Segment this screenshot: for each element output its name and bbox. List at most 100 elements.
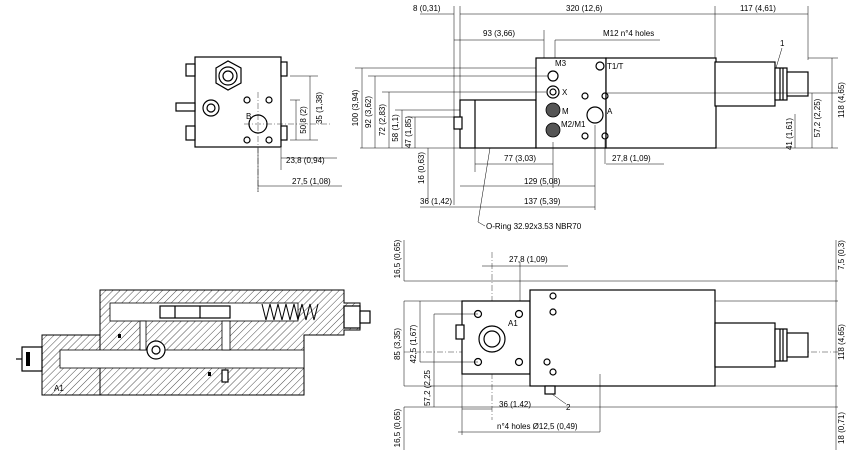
front-dim-129: 129 (5,08) (524, 177, 561, 186)
front-port-x-inner (549, 88, 557, 96)
front-dim-118: 118 (4,65) (837, 82, 846, 118)
side-dim-35: 35 (1,38) (315, 92, 324, 124)
bottom-dim-16-5-top: 16,5 (0,65) (393, 239, 402, 278)
bottom-dim-57-2: 57,2 (2,25 (423, 369, 432, 406)
front-bolt-hole (581, 132, 589, 140)
side-view-bolt-hole (243, 96, 251, 104)
front-bolt-hole (601, 132, 609, 140)
callout-2-leader (551, 393, 567, 405)
side-dim-23-8: 23,8 (0,94) (286, 156, 325, 165)
side-view-bolt-hole (265, 136, 273, 144)
side-view-port-label-b: B (246, 112, 251, 121)
front-valve-body (605, 57, 717, 149)
front-dim-27-8: 27,8 (1,09) (612, 154, 651, 163)
front-label-m3: M3 (555, 59, 567, 68)
side-view: B 35 (1,38) 50,8 (2) 23,8 (0,94) 27,5 (1… (175, 56, 342, 192)
front-dim-117: 117 (4,61) (740, 4, 776, 13)
front-label-x: X (562, 88, 568, 97)
bottom-small-hole (543, 358, 551, 366)
front-dim-8: 8 (0,31) (413, 4, 441, 13)
front-label-m: M (562, 107, 569, 116)
front-dim-41: 41 (1,61) (785, 118, 794, 150)
bottom-holes-label: n°4 holes Ø12,5 (0,49) (497, 422, 578, 431)
front-view: 8 (0,31) 320 (12,6) 117 (4,61) 93 (3,66)… (351, 4, 846, 231)
bottom-small-hole (549, 368, 557, 376)
front-bolt-hole (581, 92, 589, 100)
bottom-dim-36: 36 (1.42) (499, 400, 531, 409)
bottom-manifold (461, 300, 531, 375)
front-label-a: A (607, 107, 613, 116)
side-view-port (202, 99, 220, 117)
front-cartridge (459, 99, 537, 149)
bottom-dim-18: 18 (0,71) (837, 412, 846, 444)
side-dim-27-5: 27,5 (1,08) (292, 177, 331, 186)
front-port-t1t (595, 61, 605, 71)
callout-2: 2 (566, 403, 571, 412)
front-dim-16: 16 (0,63) (417, 152, 426, 184)
front-adjuster (714, 61, 776, 107)
side-view-port (206, 103, 216, 113)
bottom-dim-27-8: 27,8 (1,09) (509, 255, 548, 264)
bottom-dim-118: 118 (4,65) (837, 324, 846, 360)
side-view-bolt-hole (265, 96, 273, 104)
front-dim-92: 92 (3,62) (364, 96, 373, 128)
front-dim-320: 320 (12,6) (566, 4, 603, 13)
bottom-valve-body (529, 289, 716, 387)
side-view-plug (280, 125, 288, 141)
section-check-ball (146, 340, 166, 360)
section-view: A1 (16, 289, 371, 396)
front-dim-100: 100 (3,94) (351, 89, 360, 126)
front-adjuster-cap (786, 71, 809, 97)
front-dim-137: 137 (5,39) (524, 197, 561, 206)
bottom-adjuster-cap (786, 332, 809, 358)
side-view-plug (280, 61, 288, 77)
section-screw (221, 369, 229, 383)
bottom-adjuster (714, 322, 776, 368)
bottom-dim-16-5-bot: 16,5 (0,65) (393, 408, 402, 447)
section-spool (159, 305, 231, 319)
bottom-bolt-hole (514, 357, 524, 367)
side-view-fitting (175, 102, 196, 112)
front-dim-36: 36 (1,42) (420, 197, 452, 206)
bottom-dim-42-5: 42,5 (1,67) (409, 324, 418, 363)
section-spring (261, 303, 319, 321)
oring-label: O-Ring 32.92x3.53 NBR70 (486, 222, 582, 231)
bottom-port-a1 (478, 325, 506, 353)
side-view-nut (215, 60, 242, 91)
front-port-a (586, 106, 604, 124)
side-view-plug (185, 125, 196, 141)
front-dim-47: 47 (1,85) (404, 116, 413, 148)
bottom-label-a1: A1 (508, 319, 518, 328)
bottom-fitting-2 (544, 385, 556, 395)
front-manifold (535, 57, 607, 149)
section-adjuster-cap (359, 310, 371, 324)
callout-1: 1 (780, 39, 785, 48)
bottom-small-hole (549, 308, 557, 316)
oring-leader (477, 147, 491, 227)
bottom-dim-7-5: 7,5 (0,3) (837, 240, 846, 270)
side-view-plug (185, 63, 196, 77)
bottom-manifold-cap (455, 324, 465, 340)
section-label-a1: A1 (54, 384, 64, 393)
bottom-bolt-hole (514, 309, 524, 319)
bottom-view: A1 2 27,8 (1,09) 36 (1.42) n°4 holes Ø12… (393, 239, 846, 450)
front-label-m2m1: M2/M1 (561, 120, 586, 129)
front-dim-93: 93 (3,66) (483, 29, 515, 38)
front-port-x (546, 85, 560, 99)
section-a1-fitting (21, 346, 43, 372)
front-dim-57-2: 57,2 (2,25) (813, 98, 822, 137)
callout-1-leader (775, 47, 783, 69)
front-dim-77: 77 (3,03) (504, 154, 536, 163)
front-cartridge-cap (453, 116, 463, 130)
front-adjuster-nut (774, 67, 788, 101)
front-holes-label: M12 n°4 holes (603, 29, 654, 38)
bottom-dim-85: 85 (3,35) (393, 328, 402, 360)
front-port-m (545, 102, 561, 118)
front-port-m2m1 (545, 122, 561, 138)
front-bolt-hole (601, 92, 609, 100)
bottom-small-hole (549, 292, 557, 300)
front-dim-58: 58 (1,1) (391, 114, 400, 142)
front-label-t1t: T1/T (607, 62, 624, 71)
front-dim-72: 72 (2,83) (378, 104, 387, 136)
